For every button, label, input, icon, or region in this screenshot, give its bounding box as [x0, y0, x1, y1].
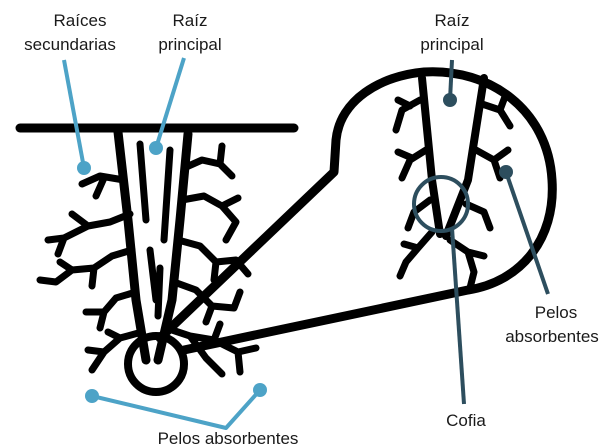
label-secondary-roots-2: secundarias	[24, 35, 116, 54]
pointer-absorbent-hairs-bottom	[92, 390, 260, 428]
pointer-dot-absorbent-hairs-right	[499, 165, 513, 179]
pointer-secondary-roots	[64, 60, 84, 168]
pointer-dot-secondary-roots	[77, 161, 91, 175]
label-absorbent-hairs-right-2: absorbentes	[505, 327, 599, 346]
pointer-dot-main-root-right	[443, 93, 457, 107]
pointer-dot-hairs-a	[85, 389, 99, 403]
label-root-cap: Cofia	[446, 411, 486, 430]
label-secondary-roots-1: Raíces	[54, 11, 107, 30]
label-absorbent-hairs-bottom: Pelos absorbentes	[158, 429, 299, 448]
pointer-root-cap	[452, 228, 464, 404]
label-main-root-right-2: principal	[420, 35, 483, 54]
pointer-dot-main-root-left	[149, 141, 163, 155]
labels: Raíces secundarias Raíz principal Raíz p…	[24, 11, 599, 448]
label-absorbent-hairs-right-1: Pelos	[535, 303, 578, 322]
label-main-root-left-2: principal	[158, 35, 221, 54]
pointer-main-root-left	[156, 58, 184, 148]
left-root-system	[20, 128, 294, 392]
label-main-root-right-1: Raíz	[435, 11, 470, 30]
pointer-dot-hairs-b	[253, 383, 267, 397]
main-root-inner	[140, 144, 170, 316]
label-main-root-left-1: Raíz	[173, 11, 208, 30]
